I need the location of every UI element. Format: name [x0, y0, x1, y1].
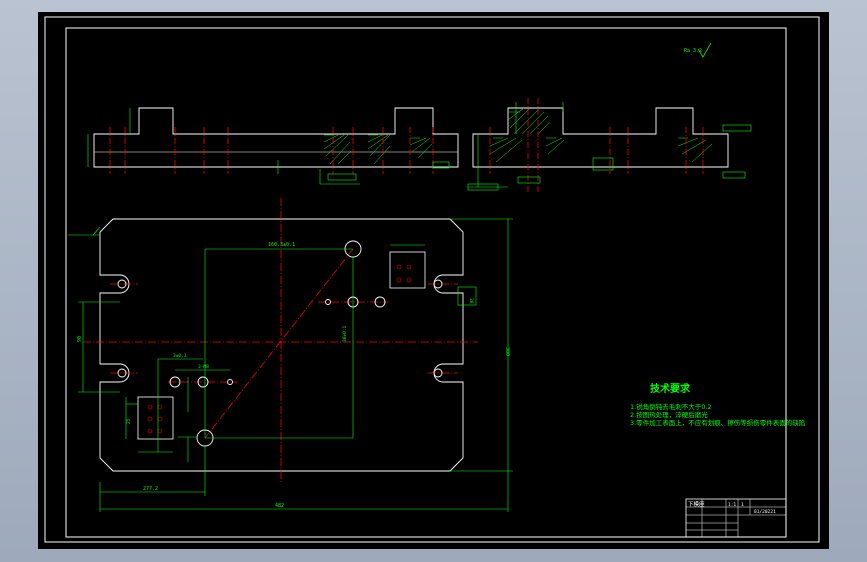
part-name: 下模座 [688, 500, 705, 508]
notes-title: 技术要求 [650, 382, 691, 395]
hatch-area-left [323, 134, 433, 165]
dim-482: 482 [275, 503, 284, 509]
cad-drawing: Ra 3.2 [44, 16, 820, 543]
note-item-2: 2.按图热处理，淬硬后磨光 [630, 410, 708, 419]
section-view-left [87, 107, 459, 185]
drawing-no: 01/20221 [754, 509, 776, 515]
scale: 1:1 [728, 502, 736, 508]
roughness-symbol: Ra 3.2 [684, 42, 712, 58]
roughness-label: Ra 3.2 [684, 48, 702, 54]
note-item-3: 3.零件加工表面上，不应有划痕、擦伤等损伤零件表面的缺陷 [630, 418, 805, 427]
technical-notes: 技术要求 1.锐角倒钝去毛刺不大于0.2 2.按图热处理，淬硬后磨光 3.零件加… [630, 382, 805, 427]
inner-frame [65, 27, 787, 538]
cad-viewport[interactable]: Ra 3.2 [38, 12, 829, 549]
plan-view: 160.3±0.1 277.2 482 380 90 3±0.1 30±0.1 … [68, 198, 513, 512]
dim-30: 30±0.1 [342, 325, 348, 342]
dim-25: 25 [126, 418, 132, 424]
dim-3: 3±0.1 [173, 353, 187, 359]
dim-90: 90 [77, 336, 83, 342]
pocket-lower [137, 396, 174, 440]
pocket-upper [389, 251, 426, 289]
dim-160: 160.3±0.1 [268, 242, 295, 248]
title-block: 下模座 1:1 1 01/20221 [685, 498, 787, 538]
outer-frame [44, 16, 820, 543]
note-item-1: 1.锐角倒钝去毛刺不大于0.2 [630, 402, 712, 411]
dim-380: 380 [504, 347, 510, 356]
plate-outline [99, 218, 464, 472]
dim-m8: 3-M8 [198, 364, 209, 370]
section-view-right [467, 98, 752, 192]
dim-277: 277.2 [143, 486, 158, 492]
sheet: 1 [741, 502, 744, 508]
dim-28: 28 [468, 298, 474, 304]
